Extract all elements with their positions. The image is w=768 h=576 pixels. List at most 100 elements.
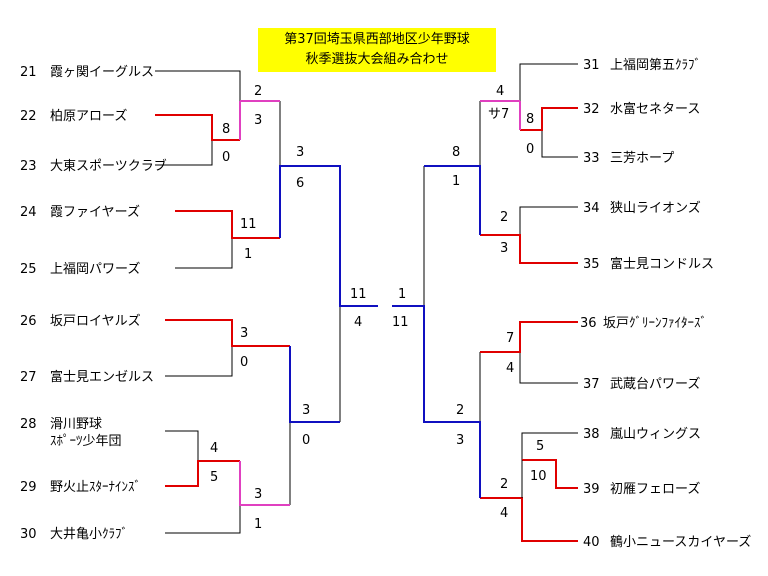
team-no-25: 25 (20, 262, 37, 277)
line-team-28 (165, 430, 199, 461)
team-name-24: 霞ファイヤーズ (50, 204, 140, 220)
score-36-37-top: 7 (506, 331, 514, 346)
title-line-1: 第37回埼玉県西部地区少年野球 (284, 32, 470, 47)
score-26-27-bot: 0 (240, 355, 248, 370)
team-name-37: 武蔵台パワーズ (610, 376, 700, 392)
score-24-25-bot: 1 (244, 247, 252, 262)
score-q4-bot: 3 (456, 433, 464, 448)
team-name-26: 坂戸ロイヤルズ (50, 313, 141, 329)
line-team-29-win (165, 460, 240, 487)
team-no-21: 21 (20, 65, 37, 80)
score-q3-top: 8 (452, 145, 460, 160)
team-name-33: 三芳ホープ (610, 151, 674, 166)
team-name-25: 上福岡パワーズ (50, 261, 140, 277)
line-team-39-win (522, 459, 578, 489)
line-q3-blue (424, 165, 481, 235)
score-34-35-bot: 3 (500, 241, 508, 256)
team-no-24: 24 (20, 205, 37, 220)
team-name-40: 鶴小ニュースカイヤーズ (610, 534, 751, 550)
team-name-38: 嵐山ウィングス (610, 427, 701, 442)
line-team-40-win (480, 497, 578, 542)
line-team-31 (519, 63, 578, 101)
score-38-39-top: 5 (536, 439, 544, 454)
score-21-top: 2 (254, 84, 262, 99)
score-final-right: 11 (392, 315, 409, 330)
score-q3-bot: 1 (452, 174, 460, 189)
team-no-28: 28 (20, 417, 37, 432)
line-team-21 (155, 70, 241, 101)
team-no-27: 27 (20, 370, 37, 385)
title-line-2: 秋季選抜大会組み合わせ (305, 52, 449, 67)
score-q4-top: 2 (456, 403, 464, 418)
team-no-37: 37 (583, 377, 600, 392)
line-team-23 (155, 140, 213, 166)
team-name-28-line2: ｽﾎﾟｰﾂ少年団 (50, 434, 122, 449)
score-28-29-top: 4 (210, 441, 218, 456)
score-28-29-bot: 5 (210, 470, 218, 485)
line-team-30 (165, 505, 241, 534)
score-final-left: 1 (398, 287, 406, 302)
line-q2-blue (289, 346, 340, 423)
scores: 8 0 2 3 11 1 3 6 3 0 4 5 3 1 3 0 11 4 1 … (210, 84, 547, 532)
team-no-31: 31 (583, 58, 600, 73)
score-22-23-top: 8 (222, 122, 230, 137)
line-team-38 (521, 432, 578, 460)
team-name-27: 富士見エンゼルス (50, 369, 154, 385)
score-31-bot: サ7 (488, 107, 509, 122)
team-name-32: 水富セネタース (610, 101, 700, 117)
team-no-22: 22 (20, 109, 37, 124)
team-name-21: 霞ヶ関イーグルス (50, 65, 154, 80)
line-team-37 (519, 352, 578, 384)
team-no-40: 40 (583, 535, 600, 550)
team-name-22: 柏原アローズ (50, 108, 127, 124)
team-name-39: 初雁フェローズ (610, 481, 700, 497)
score-q1-top: 3 (296, 145, 304, 160)
tournament-title: 第37回埼玉県西部地区少年野球 秋季選抜大会組み合わせ (258, 28, 496, 72)
line-q4-blue (392, 305, 481, 498)
line-team-27 (165, 346, 233, 377)
team-name-28: 滑川野球 (50, 417, 102, 432)
team-name-31: 上福岡第五ｸﾗﾌﾞ (610, 58, 701, 73)
line-team-25 (175, 238, 233, 269)
score-30-bot: 1 (254, 517, 262, 532)
score-40-bot: 4 (500, 506, 508, 521)
team-no-33: 33 (583, 151, 600, 166)
line-team-26-win (165, 319, 290, 347)
team-no-29: 29 (20, 480, 37, 495)
right-bracket-lines (392, 63, 578, 542)
line-team-33 (541, 130, 578, 158)
team-no-39: 39 (583, 482, 600, 497)
score-38-39-bot: 10 (530, 469, 547, 484)
team-no-23: 23 (20, 159, 37, 174)
score-left-semi-bot: 4 (354, 315, 362, 330)
score-q2-top: 3 (302, 403, 310, 418)
score-left-semi-top: 11 (350, 287, 367, 302)
line-r-pink (480, 100, 521, 130)
line-team-34 (519, 206, 578, 235)
team-name-36: 坂戸ｸﾞﾘｰﾝﾌｧｲﾀｰｽﾞ (603, 316, 707, 331)
team-name-23: 大東スポーツクラブ (50, 158, 167, 174)
line-team-32-win (520, 107, 578, 131)
team-no-34: 34 (583, 201, 600, 216)
team-no-36: 36 (580, 316, 597, 331)
line-q1-blue (279, 165, 378, 307)
line-team-36-win (480, 321, 578, 353)
score-36-37-bot: 4 (506, 361, 514, 376)
score-32-33-top: 8 (526, 112, 534, 127)
left-teams: 21 霞ヶ関イーグルス 22 柏原アローズ 23 大東スポーツクラブ 24 霞フ… (20, 65, 167, 542)
score-21-bot: 3 (254, 113, 262, 128)
team-no-26: 26 (20, 314, 37, 329)
score-26-27-top: 3 (240, 326, 248, 341)
score-q2-bot: 0 (302, 433, 310, 448)
score-31-top: 4 (496, 84, 504, 99)
line-team-24-win (175, 210, 280, 239)
score-q1-bot: 6 (296, 176, 304, 191)
line-team-35-win (480, 234, 578, 264)
team-name-30: 大井亀小ｸﾗﾌﾞ (50, 527, 128, 542)
team-no-35: 35 (583, 257, 600, 272)
team-name-29: 野火止ｽﾀｰﾅｲﾝｽﾞ (50, 480, 141, 495)
team-name-34: 狭山ライオンズ (610, 200, 701, 216)
right-teams: 31 上福岡第五ｸﾗﾌﾞ 32 水富セネタース 33 三芳ホープ 34 狭山ライ… (580, 58, 751, 550)
score-40-top: 2 (500, 477, 508, 492)
